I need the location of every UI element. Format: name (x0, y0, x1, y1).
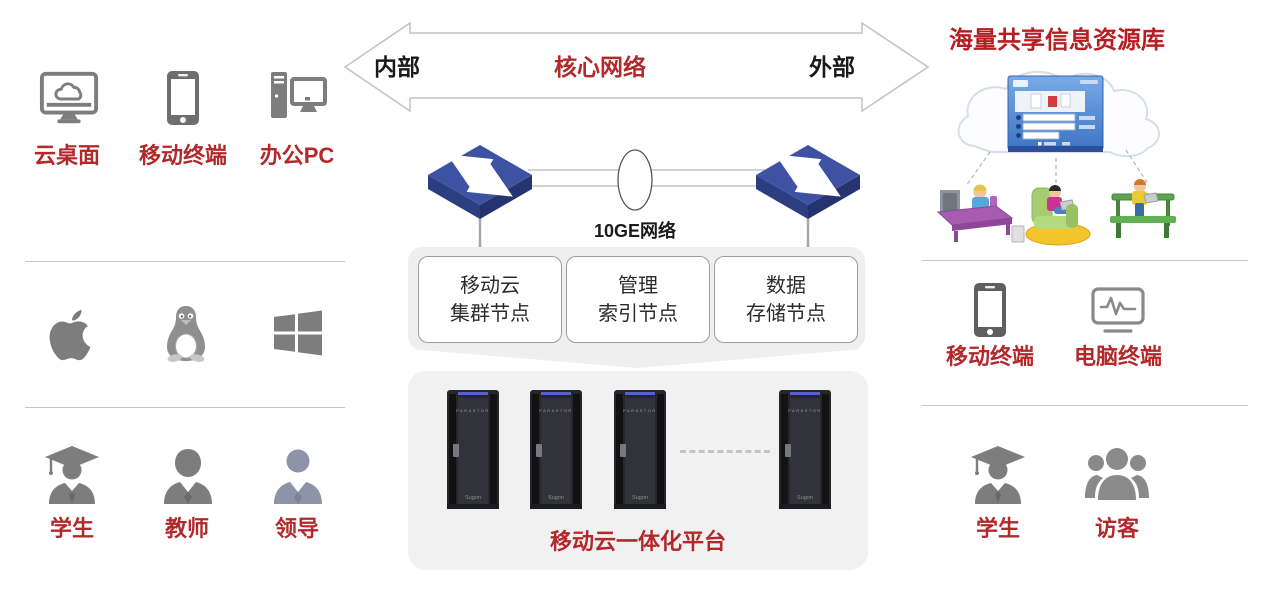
node-cluster: 移动云 集群节点 (418, 256, 562, 343)
cloud-connectors (965, 149, 1149, 190)
label-pc-terminal: 电脑终端 (1073, 344, 1162, 369)
cloud-login-window (1007, 75, 1104, 152)
ring-ellipse (617, 149, 653, 211)
left-divider-top (25, 261, 345, 262)
student-icon (45, 446, 99, 504)
right-divider-bottom (922, 405, 1248, 406)
label-office-pc: 办公PC (259, 143, 335, 168)
node-group-container: 移动云 集群节点 管理 索引节点 数据 存储节点 (408, 247, 865, 350)
node-index-line2: 索引节点 (598, 302, 678, 325)
label-cloud-desktop: 云桌面 (33, 143, 100, 168)
linux-icon (167, 306, 205, 362)
svg-text:Sugon: Sugon (797, 495, 813, 501)
svg-text:PARASTOR: PARASTOR (456, 408, 490, 413)
windows-icon (274, 310, 322, 356)
label-visitor: 访客 (1094, 516, 1139, 541)
office-pc-icon (271, 72, 327, 118)
svg-text:Sugon: Sugon (548, 495, 564, 501)
right-divider-top (922, 260, 1248, 261)
server-rack-icon: PARASTOR Sugon (614, 390, 666, 509)
platform-label: 移动云一体化平台 (549, 529, 726, 554)
node-cluster-line1: 移动云 (460, 274, 520, 297)
switch-icon (428, 145, 532, 219)
node-storage: 数据 存储节点 (714, 256, 858, 343)
switch-icon (756, 145, 860, 219)
ellipsis-dashes (680, 450, 770, 453)
server-rack-icon: PARASTOR Sugon (530, 390, 582, 509)
svg-text:Sugon: Sugon (465, 495, 481, 501)
svg-text:PARASTOR: PARASTOR (788, 408, 822, 413)
node-storage-line2: 存储节点 (746, 302, 826, 325)
teacher-icon (164, 449, 212, 504)
student-icon (971, 446, 1025, 504)
core-network-arrow (343, 21, 930, 113)
network-link (428, 145, 860, 252)
label-student: 学生 (49, 516, 94, 541)
node-storage-line1: 数据 (766, 274, 806, 297)
label-teacher: 教师 (164, 516, 209, 541)
arrow-label-internal: 内部 (374, 54, 420, 80)
smartphone-icon (167, 71, 199, 125)
server-rack-icon: PARASTOR Sugon (447, 390, 499, 509)
arrow-label-core-network: 核心网络 (554, 54, 646, 80)
svg-text:PARASTOR: PARASTOR (539, 408, 573, 413)
node-cluster-line2: 集群节点 (450, 302, 530, 325)
label-student-right: 学生 (975, 516, 1020, 541)
bench-user-illustration (1110, 179, 1176, 238)
armchair-user-illustration (1025, 185, 1091, 246)
label-mobile-terminal: 移动终端 (138, 143, 227, 168)
label-10ge-network: 10GE网络 (593, 221, 677, 241)
visitors-icon (1085, 448, 1149, 500)
pc-terminal-icon (1091, 287, 1145, 333)
right-title: 海量共享信息资源库 (949, 27, 1165, 54)
platform-container: PARASTOR Sugon PARASTOR Sugon PARASTOR S… (408, 371, 868, 570)
svg-text:Sugon: Sugon (632, 495, 648, 501)
arrow-label-external: 外部 (809, 54, 855, 80)
leader-icon (274, 449, 322, 504)
label-leader: 领导 (274, 516, 319, 541)
desk-user-illustration (936, 184, 1025, 243)
node-index-line1: 管理 (618, 274, 658, 297)
svg-text:PARASTOR: PARASTOR (623, 408, 657, 413)
left-divider-bottom (25, 407, 345, 408)
funnel-shape (410, 349, 863, 368)
label-mobile-terminal-right: 移动终端 (945, 344, 1034, 369)
apple-icon (49, 309, 91, 361)
node-index: 管理 索引节点 (566, 256, 710, 343)
cloud-desktop-icon (39, 71, 99, 124)
server-rack-icon: PARASTOR Sugon (779, 390, 831, 509)
shared-resource-cloud-scene (936, 70, 1176, 246)
smartphone-icon (974, 283, 1006, 337)
